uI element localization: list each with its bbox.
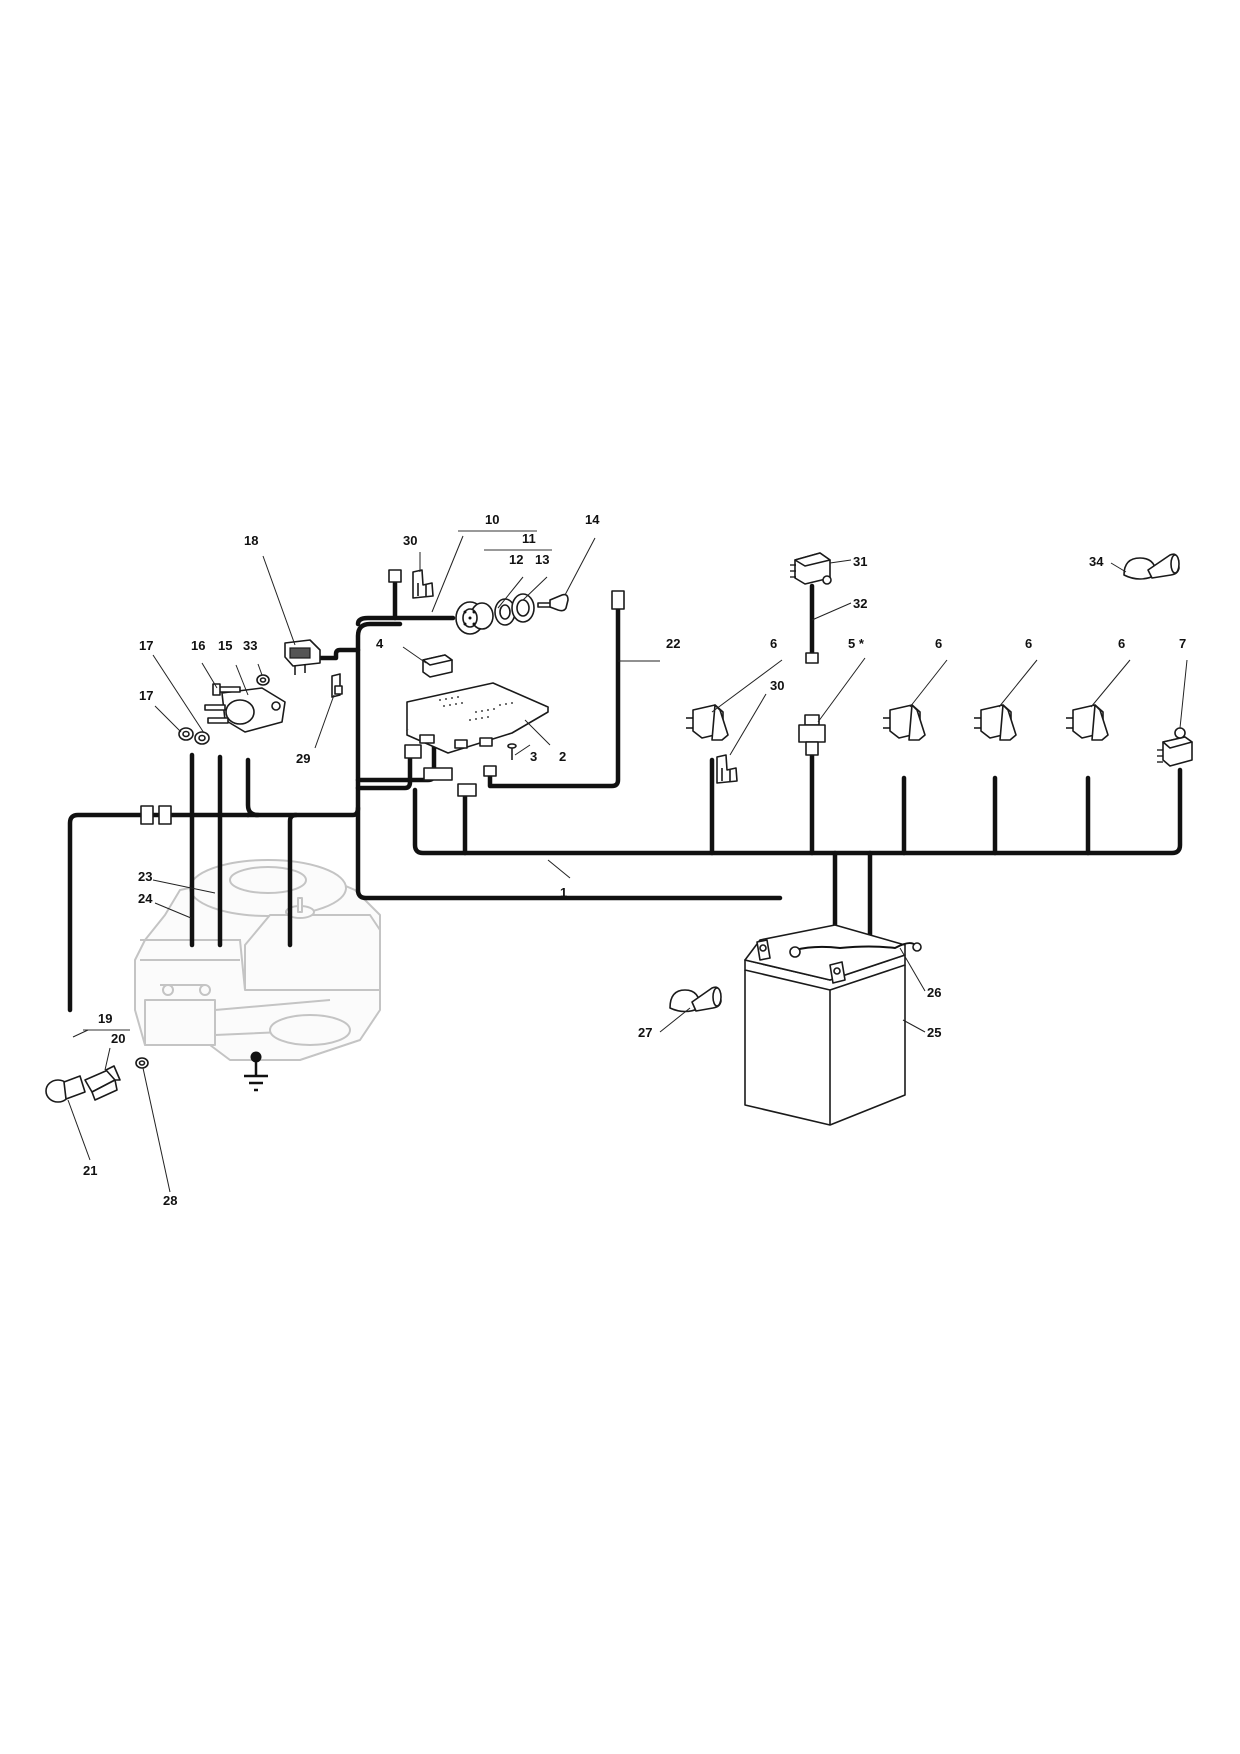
- callout-5: 5 *: [848, 636, 865, 651]
- cable-clip-29: [331, 673, 343, 698]
- callout-23: 23: [138, 869, 152, 884]
- wiring-harness: [67, 580, 1183, 1013]
- callout-21: 21: [83, 1163, 97, 1178]
- callout-20: 20: [111, 1031, 125, 1046]
- engine: [134, 859, 381, 1061]
- callout-25: 25: [927, 1025, 941, 1040]
- terminal-30-top: [388, 569, 402, 583]
- ignition-bezel: [511, 593, 535, 623]
- callout-22: 22: [666, 636, 680, 651]
- pressure-sensor-5: [798, 714, 826, 756]
- callout-34: 34: [1089, 554, 1104, 569]
- safety-switch-4: [1066, 704, 1109, 741]
- callout-1: 1: [560, 885, 567, 900]
- battery: [744, 924, 906, 1126]
- terminal-32-end: [805, 652, 819, 664]
- callout-15: 15: [218, 638, 232, 653]
- relay-module: [422, 654, 453, 678]
- rocker-switch: [284, 639, 321, 675]
- callout-30b: 30: [770, 678, 784, 693]
- micro-switch-7: [1157, 727, 1193, 767]
- terminal-boot-27: [669, 986, 722, 1013]
- callout-17a: 17: [139, 638, 153, 653]
- callout-28: 28: [163, 1193, 177, 1208]
- callout-17b: 17: [139, 688, 153, 703]
- callout-14: 14: [585, 512, 600, 527]
- circuit-board: [406, 682, 549, 754]
- callout-10: 10: [485, 512, 499, 527]
- safety-switch-3: [974, 704, 1017, 741]
- solenoid-bolt: [212, 683, 241, 696]
- callout-7: 7: [1179, 636, 1186, 651]
- callout-18: 18: [244, 533, 258, 548]
- callout-11: 11: [522, 531, 536, 546]
- ignition-switch-body: [455, 601, 494, 635]
- callout-33: 33: [243, 638, 257, 653]
- terminal-d: [483, 765, 497, 777]
- terminal-a: [404, 744, 422, 759]
- sensor-31: [790, 552, 832, 585]
- battery-cable-26: [789, 942, 922, 958]
- bulb-21: [45, 1075, 86, 1103]
- callout-13: 13: [535, 552, 549, 567]
- cable-clip-30-top: [412, 569, 434, 599]
- callout-3: 3: [530, 749, 537, 764]
- nut-28: [135, 1057, 149, 1069]
- safety-switch-2: [883, 704, 926, 741]
- callout-30a: 30: [403, 533, 417, 548]
- safety-switch-1: [686, 704, 729, 741]
- callout-6a: 6: [770, 636, 777, 651]
- solenoid-nut: [256, 674, 270, 686]
- harness-connector: [140, 805, 172, 825]
- callout-31: 31: [853, 554, 867, 569]
- nut-17a: [178, 727, 194, 741]
- callout-29: 29: [296, 751, 310, 766]
- callout-32: 32: [853, 596, 867, 611]
- terminal-c: [457, 783, 477, 797]
- callout-27: 27: [638, 1025, 652, 1040]
- callout-6c: 6: [1025, 636, 1032, 651]
- ignition-key-icon: [537, 593, 569, 612]
- nut-17b: [194, 731, 210, 745]
- callout-6d: 6: [1118, 636, 1125, 651]
- callout-2: 2: [559, 749, 566, 764]
- callout-24: 24: [138, 891, 153, 906]
- callout-4: 4: [376, 636, 384, 651]
- callout-12: 12: [509, 552, 523, 567]
- callout-26: 26: [927, 985, 941, 1000]
- callout-6b: 6: [935, 636, 942, 651]
- leader-lines: [67, 535, 1188, 1193]
- solenoid-relay: [204, 687, 286, 733]
- ground-symbol-icon: [244, 1051, 268, 1092]
- cable-clip-30-mid: [716, 754, 738, 784]
- callout-19: 19: [98, 1011, 112, 1026]
- callout-labels: 1 2 3 4 5 * 6 6 6 6 7 10 11 12 13 14 15 …: [83, 512, 1186, 1208]
- callout-16: 16: [191, 638, 205, 653]
- terminal-22-end: [611, 590, 625, 610]
- terminal-b: [423, 767, 453, 781]
- terminal-boot-34: [1123, 553, 1180, 580]
- bulb-socket-20: [84, 1065, 121, 1101]
- board-screw: [507, 743, 517, 760]
